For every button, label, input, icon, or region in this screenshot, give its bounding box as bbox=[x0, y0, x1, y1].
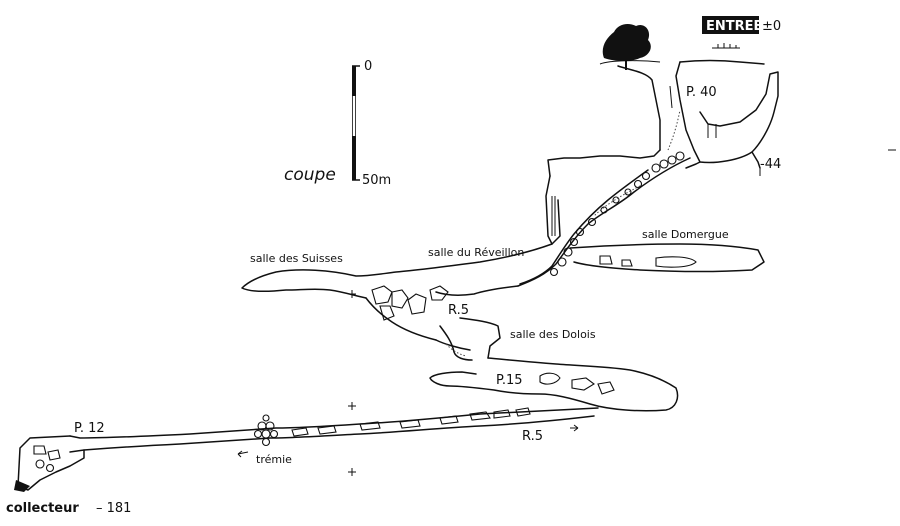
depth-44-label: -44 bbox=[760, 157, 781, 172]
scale-bottom-label: 50m bbox=[362, 173, 391, 188]
p15-chamber-outline bbox=[429, 357, 679, 412]
section-title: coupe bbox=[284, 165, 336, 185]
surface-shrubs bbox=[712, 43, 740, 49]
p12-label: P. 12 bbox=[74, 421, 105, 436]
p15-label: P.15 bbox=[496, 373, 523, 388]
junction-boulders bbox=[371, 285, 449, 321]
draperies bbox=[545, 175, 561, 245]
lower-gallery-outline bbox=[69, 407, 599, 458]
scale-bar bbox=[352, 65, 360, 181]
salle-reveillon-label: salle du Réveillon bbox=[428, 246, 524, 259]
r5-lower-label: R.5 bbox=[522, 429, 543, 444]
salle-domergue-label: salle Domergue bbox=[642, 228, 729, 241]
scale-zero-label: 0 bbox=[364, 59, 372, 74]
r5-upper-label: R.5 bbox=[448, 303, 469, 318]
entrance-label-box bbox=[702, 16, 759, 34]
salle-suisses-label: salle des Suisses bbox=[250, 252, 343, 265]
boulder-slope bbox=[517, 151, 691, 287]
p12-chamber-outline bbox=[14, 435, 85, 492]
tremie-label: trémie bbox=[256, 453, 292, 466]
entrance-tree-icon bbox=[599, 24, 661, 70]
salle-dolois-label: salle des Dolois bbox=[510, 328, 596, 341]
salle-domergue-outline bbox=[569, 243, 765, 273]
entrance-depth: ±0 bbox=[762, 19, 781, 34]
entrance-shaft-outline bbox=[547, 59, 779, 177]
entrance-label: ENTREE bbox=[706, 19, 762, 34]
tremie-boulders bbox=[253, 414, 279, 447]
survey-markers bbox=[348, 149, 896, 476]
p40-label: P. 40 bbox=[686, 85, 717, 100]
salle-dolois-outline bbox=[439, 317, 501, 361]
collecteur-label: collecteur bbox=[6, 501, 79, 516]
collecteur-depth: – 181 bbox=[96, 501, 131, 516]
